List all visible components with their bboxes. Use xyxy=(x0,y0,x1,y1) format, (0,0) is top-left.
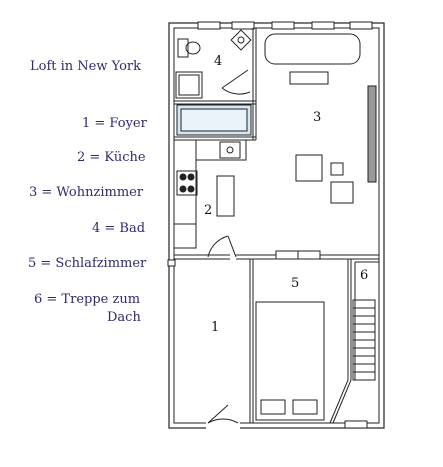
legend-foyer: 1 = Foyer xyxy=(82,116,147,131)
washer-unit xyxy=(175,71,203,99)
room-number-5: 5 xyxy=(291,276,299,291)
kitchen-door xyxy=(207,235,237,258)
bedroom-door xyxy=(275,250,321,260)
room-number-3: 3 xyxy=(313,110,321,125)
staircase xyxy=(352,261,379,381)
room-number-4: 4 xyxy=(214,54,222,69)
bathroom-sink xyxy=(230,29,252,51)
legend-schlafzimmer: 5 = Schlafzimmer xyxy=(28,256,147,271)
living-coffee-table xyxy=(289,71,329,85)
kitchen-counter xyxy=(173,139,247,249)
legend-dach: Dach xyxy=(107,310,141,325)
top-windows xyxy=(197,21,373,30)
bedroom-walls xyxy=(249,259,352,424)
living-sofa xyxy=(264,33,361,65)
kitchen-sink xyxy=(219,141,241,159)
entrance-door xyxy=(206,404,240,429)
legend-bad: 4 = Bad xyxy=(92,221,146,236)
bathroom-door xyxy=(221,69,251,95)
lower-right-window xyxy=(344,420,368,429)
living-shelf xyxy=(367,85,377,183)
outer-walls xyxy=(168,22,385,429)
dining-area xyxy=(295,154,354,204)
room-number-6: 6 xyxy=(360,268,368,283)
toilet xyxy=(177,38,201,58)
bed xyxy=(255,301,325,421)
room-number-1: 1 xyxy=(211,320,219,335)
bathtub xyxy=(176,104,252,136)
legend-kueche: 2 = Küche xyxy=(77,150,146,165)
kitchen-island xyxy=(216,175,235,217)
legend-treppe: 6 = Treppe zum xyxy=(34,292,141,307)
left-window xyxy=(167,259,176,267)
legend-wohnzimmer: 3 = Wohnzimmer xyxy=(29,185,144,200)
plan-title: Loft in New York xyxy=(30,59,141,74)
stove xyxy=(176,170,198,196)
room-number-2: 2 xyxy=(204,203,212,218)
